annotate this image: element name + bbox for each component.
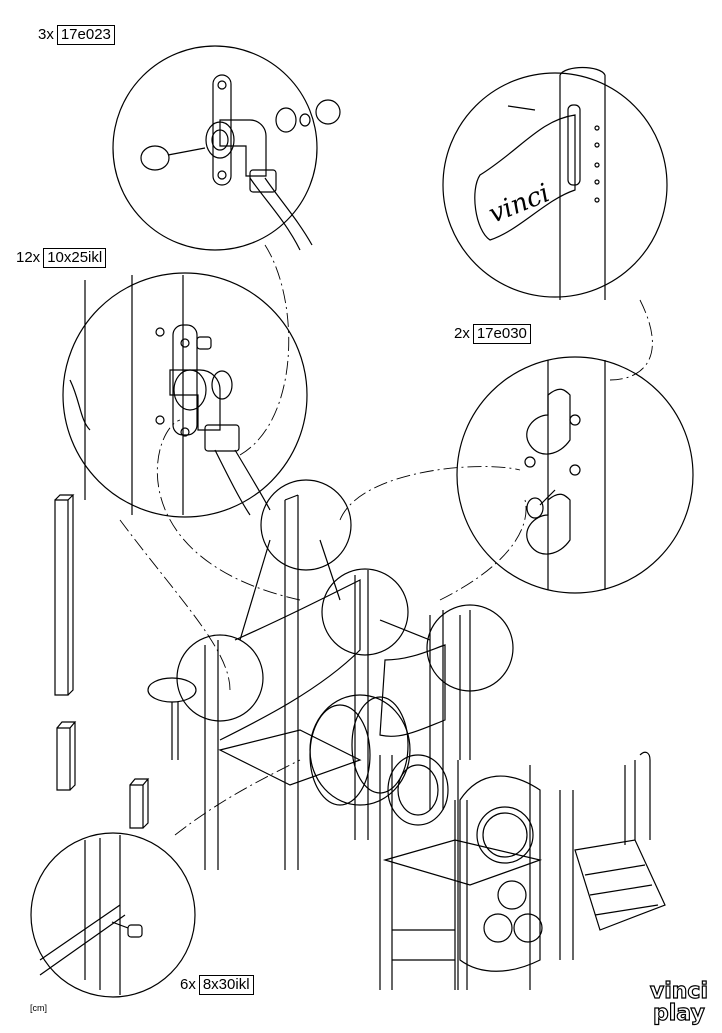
callout-17e030: 2x 17e030	[454, 324, 531, 344]
callout-17e023: 3x 17e023	[38, 25, 115, 45]
brand-line1: vinci	[649, 979, 708, 1004]
callout-code: 10x25ikl	[43, 248, 107, 268]
brand-line2: play	[652, 1001, 705, 1026]
callout-code: 17e023	[56, 25, 115, 45]
callout-code: 17e030	[472, 324, 531, 344]
detail-circle-17e030-bracket	[456, 356, 694, 594]
callout-code: 8x30ikl	[198, 975, 254, 995]
brand-logo: vinci play	[649, 979, 708, 1026]
detail-circle-17e023	[112, 45, 341, 251]
detail-circle-8x30ikl	[30, 832, 196, 998]
small-detail-circles	[176, 479, 514, 722]
callout-qty: 12x	[16, 249, 41, 266]
playground-structure	[204, 494, 666, 990]
unit-note: [cm]	[30, 1003, 47, 1013]
detail-circle-10x25ikl	[62, 272, 308, 518]
detail-circle-17e030-sign	[442, 66, 668, 300]
steering-wheel	[147, 677, 197, 760]
leader-lines	[119, 244, 653, 836]
loose-posts	[54, 494, 150, 829]
callout-10x25ikl: 12x 10x25ikl	[16, 248, 107, 268]
callout-8x30ikl: 6x 8x30ikl	[180, 975, 254, 995]
callout-qty: 6x	[180, 976, 196, 993]
callout-qty: 3x	[38, 26, 54, 43]
callout-qty: 2x	[454, 325, 470, 342]
